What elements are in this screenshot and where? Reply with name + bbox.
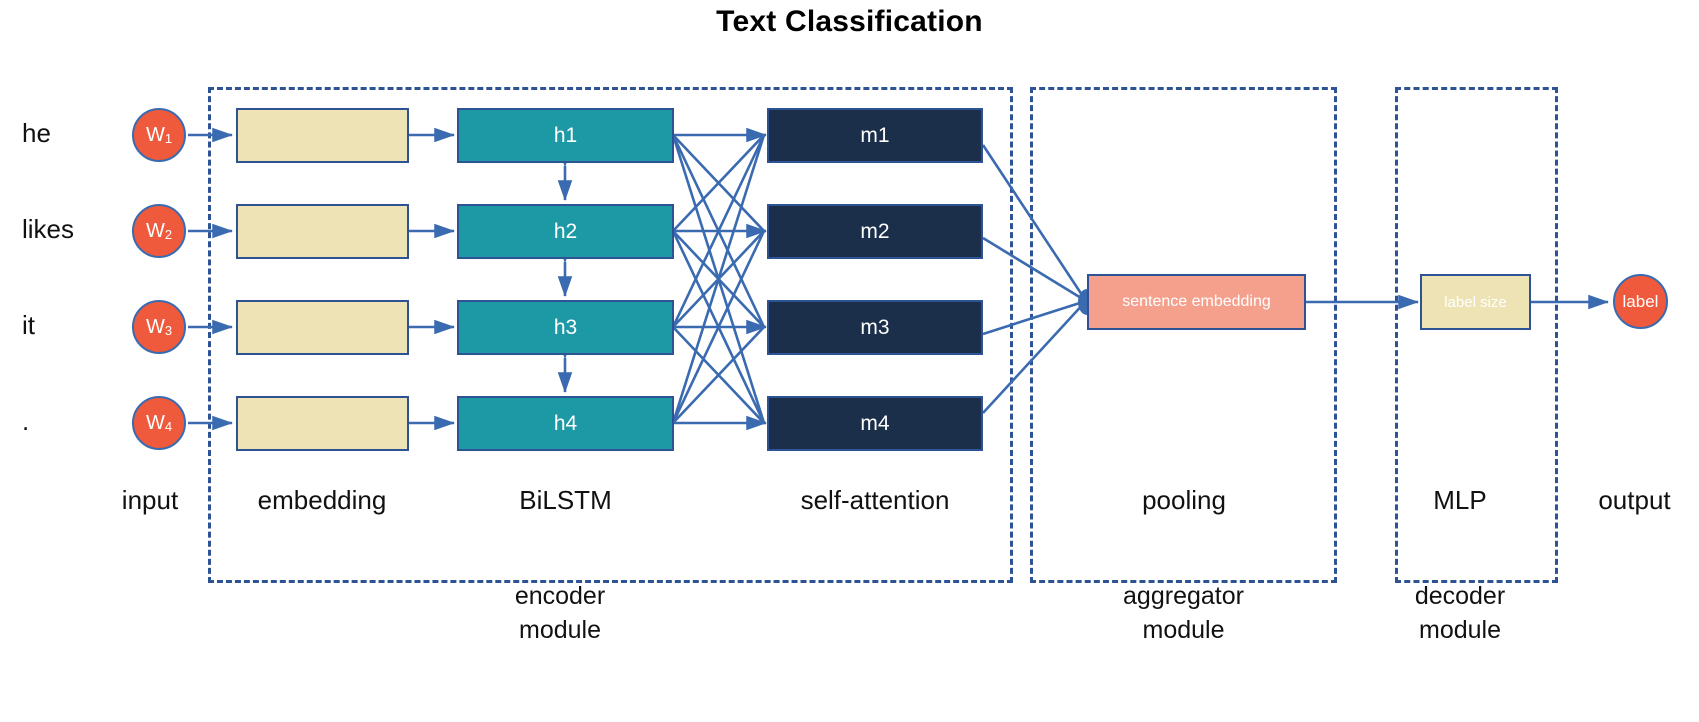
attention-box-m1[interactable]: m1 bbox=[767, 108, 983, 163]
input-word-0: he bbox=[22, 118, 51, 148]
module-label-aggregator: aggregator module bbox=[1030, 580, 1337, 648]
token-label-w4: W4 bbox=[145, 411, 173, 434]
token-node-w2[interactable]: W2 bbox=[132, 204, 186, 258]
token-label-w3: W3 bbox=[145, 315, 173, 338]
input-word-3: . bbox=[22, 406, 30, 436]
page-title: Text Classification bbox=[716, 5, 983, 38]
stage-label-input: input bbox=[121, 485, 179, 515]
module-label-encoder: encoder module bbox=[400, 580, 720, 648]
module-label-decoder-line2: module bbox=[1419, 615, 1501, 644]
token-node-w3[interactable]: W3 bbox=[132, 300, 186, 354]
embedding-box-2[interactable] bbox=[236, 204, 409, 259]
token-label-w1: W1 bbox=[145, 123, 173, 146]
module-label-aggregator-line1: aggregator bbox=[1123, 582, 1244, 610]
output-label-node[interactable]: label bbox=[1613, 274, 1668, 329]
attention-box-m4[interactable]: m4 bbox=[767, 396, 983, 451]
token-node-w1[interactable]: W1 bbox=[132, 108, 186, 162]
attention-box-m3[interactable]: m3 bbox=[767, 300, 983, 355]
sentence-embedding-box[interactable]: sentence embedding bbox=[1087, 274, 1306, 330]
bilstm-box-h1[interactable]: h1 bbox=[457, 108, 674, 163]
embedding-box-3[interactable] bbox=[236, 300, 409, 355]
module-label-encoder-line1: encoder bbox=[514, 582, 606, 610]
input-word-1: likes bbox=[22, 214, 75, 244]
module-label-decoder-line1: decoder bbox=[1414, 582, 1506, 610]
input-word-2: it bbox=[22, 310, 35, 340]
bilstm-box-h3[interactable]: h3 bbox=[457, 300, 674, 355]
stage-label-self-attention: self-attention bbox=[800, 485, 950, 515]
attention-box-m2[interactable]: m2 bbox=[767, 204, 983, 259]
decoder-module-frame bbox=[1395, 87, 1558, 583]
token-node-w4[interactable]: W4 bbox=[132, 396, 186, 450]
stage-label-embedding: embedding bbox=[257, 485, 387, 515]
stage-label-pooling: pooling bbox=[1142, 485, 1226, 515]
module-label-aggregator-line2: module bbox=[1142, 615, 1225, 644]
embedding-box-1[interactable] bbox=[236, 108, 409, 163]
module-label-decoder: decoder module bbox=[1300, 580, 1620, 648]
label-size-box[interactable]: label size bbox=[1420, 274, 1531, 330]
stage-label-output: output bbox=[1598, 485, 1671, 515]
stage-label-bilstm: BiLSTM bbox=[519, 485, 612, 515]
module-label-encoder-line2: module bbox=[519, 615, 601, 644]
stage-label-mlp: MLP bbox=[1433, 485, 1487, 515]
token-label-w2: W2 bbox=[145, 219, 173, 242]
bilstm-box-h4[interactable]: h4 bbox=[457, 396, 674, 451]
bilstm-box-h2[interactable]: h2 bbox=[457, 204, 674, 259]
embedding-box-4[interactable] bbox=[236, 396, 409, 451]
